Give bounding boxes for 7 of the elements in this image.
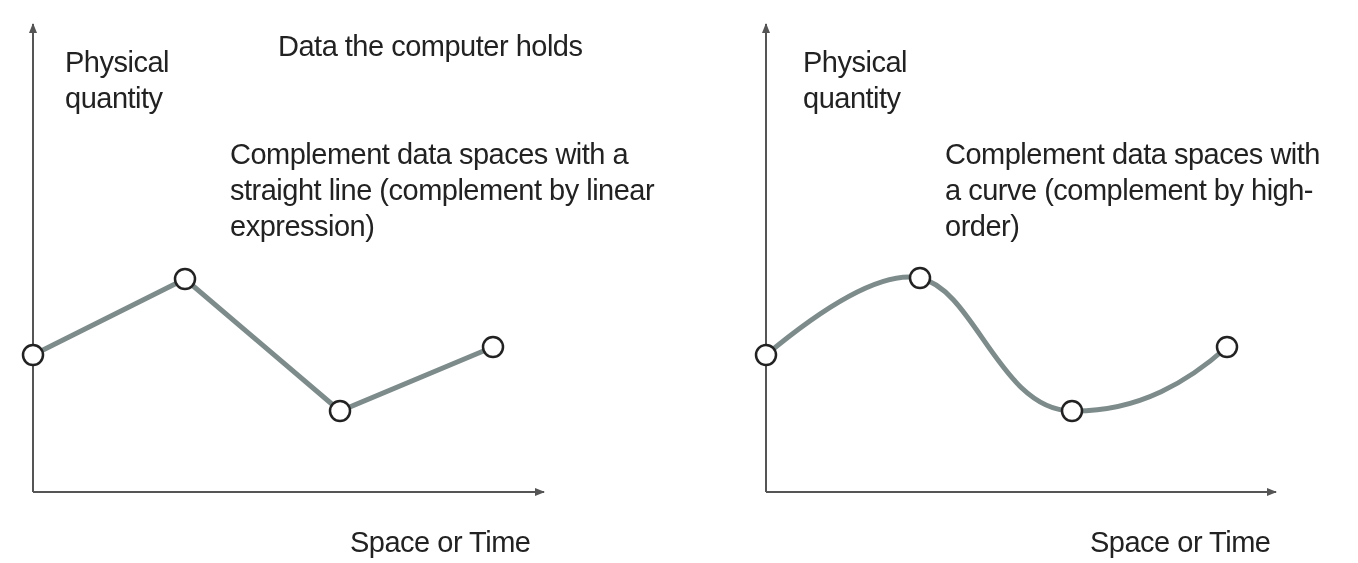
annotation-text: Complement data spaces with a curve (complement by high-order) <box>945 137 1321 244</box>
axis-label: Physical quantity <box>803 45 908 116</box>
axis-label: Physical quantity <box>65 45 170 116</box>
axis-label: Space or Time <box>1090 525 1271 560</box>
chart-title: Data the computer holds <box>278 29 583 64</box>
annotation-text: Complement data spaces with a straight line (complement by linear expression) <box>230 137 656 244</box>
axis-label: Space or Time <box>350 525 531 560</box>
